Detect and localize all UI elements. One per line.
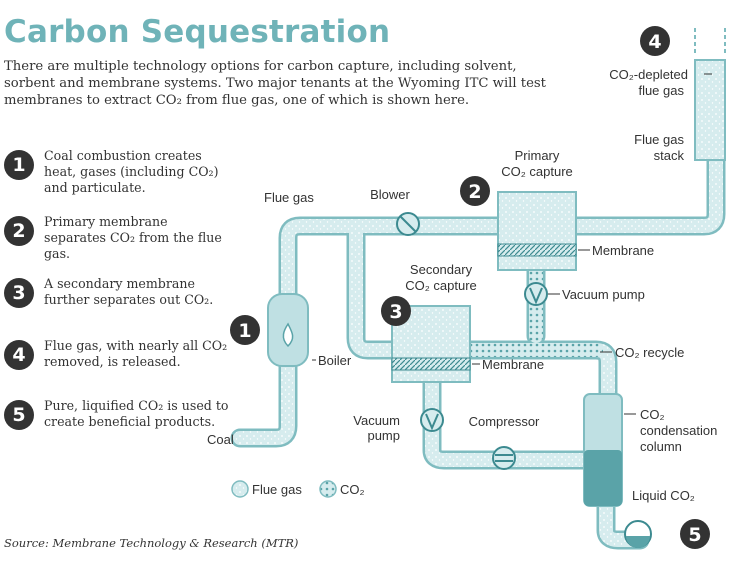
label-vacuum-secondary-2: pump bbox=[367, 428, 400, 443]
condensation-column bbox=[583, 393, 623, 507]
marker-1: 1 bbox=[230, 315, 260, 345]
marker-5-label: 5 bbox=[688, 524, 701, 546]
step-number: 4 bbox=[4, 340, 34, 370]
step-number: 5 bbox=[4, 400, 34, 430]
primary-capture-unit bbox=[497, 191, 577, 271]
label-membrane-primary: Membrane bbox=[592, 243, 654, 258]
label-vacuum-pump-primary: Vacuum pump bbox=[562, 287, 645, 302]
label-boiler: Boiler bbox=[318, 353, 352, 368]
label-depleted-1: CO₂-depleted bbox=[609, 67, 688, 82]
label-liquid-co2: Liquid CO₂ bbox=[632, 488, 695, 503]
label-vacuum-secondary-1: Vacuum bbox=[353, 413, 400, 428]
marker-3: 3 bbox=[381, 296, 411, 326]
source-credit: Source: Membrane Technology & Research (… bbox=[4, 536, 299, 550]
label-primary-1: Primary bbox=[515, 148, 560, 163]
vacuum-pump-secondary bbox=[420, 408, 444, 432]
legend: Flue gas CO₂ bbox=[231, 480, 365, 498]
blower bbox=[396, 212, 420, 236]
legend-flue-gas-label: Flue gas bbox=[252, 482, 302, 497]
marker-5: 5 bbox=[680, 519, 710, 549]
flue-gas-stack bbox=[694, 28, 726, 161]
marker-4: 4 bbox=[640, 26, 670, 56]
step-text: Pure, liquified CO₂ is used to create be… bbox=[44, 398, 229, 429]
marker-1-label: 1 bbox=[238, 320, 251, 342]
label-secondary-1: Secondary bbox=[410, 262, 473, 277]
marker-3-label: 3 bbox=[389, 301, 402, 323]
step-text: Primary membrane separates CO₂ from the … bbox=[44, 214, 222, 261]
flue-gas-pipes bbox=[230, 150, 726, 550]
label-depleted-2: flue gas bbox=[638, 83, 684, 98]
label-compressor: Compressor bbox=[469, 414, 540, 429]
label-blower: Blower bbox=[370, 187, 410, 202]
marker-2: 2 bbox=[460, 176, 490, 206]
step-number: 3 bbox=[4, 278, 34, 308]
boiler bbox=[267, 293, 309, 367]
label-membrane-secondary: Membrane bbox=[482, 357, 544, 372]
label-secondary-2: CO₂ capture bbox=[405, 278, 477, 293]
legend-flue-gas-swatch bbox=[231, 480, 249, 498]
legend-co2-swatch bbox=[319, 480, 337, 498]
label-condensation-2: condensation bbox=[640, 423, 717, 438]
marker-4-label: 4 bbox=[648, 31, 661, 53]
marker-2-label: 2 bbox=[468, 181, 481, 203]
label-condensation-1: CO₂ bbox=[640, 407, 665, 422]
label-coal: Coal bbox=[207, 432, 234, 447]
page-title: Carbon Sequestration bbox=[4, 14, 391, 50]
step-text: A secondary membrane further separates o… bbox=[44, 276, 214, 307]
label-primary-2: CO₂ capture bbox=[501, 164, 573, 179]
step-text: Flue gas, with nearly all CO₂ removed, i… bbox=[44, 338, 228, 369]
label-flue-gas: Flue gas bbox=[264, 190, 314, 205]
vacuum-pump-primary bbox=[524, 282, 548, 306]
step-number: 1 bbox=[4, 150, 34, 180]
step-text: Coal combustion creates heat, gases (inc… bbox=[44, 148, 219, 195]
leader-lines bbox=[312, 73, 712, 415]
step-number: 2 bbox=[4, 216, 34, 246]
legend-co2-label: CO₂ bbox=[340, 482, 365, 497]
intro-paragraph: There are multiple technology options fo… bbox=[4, 59, 546, 108]
label-condensation-3: column bbox=[640, 439, 682, 454]
label-stack-2: stack bbox=[654, 148, 685, 163]
label-stack-1: Flue gas bbox=[634, 132, 684, 147]
liquid-co2-tank bbox=[624, 520, 652, 548]
label-co2-recycle: CO₂ recycle bbox=[615, 345, 684, 360]
compressor bbox=[492, 446, 516, 470]
